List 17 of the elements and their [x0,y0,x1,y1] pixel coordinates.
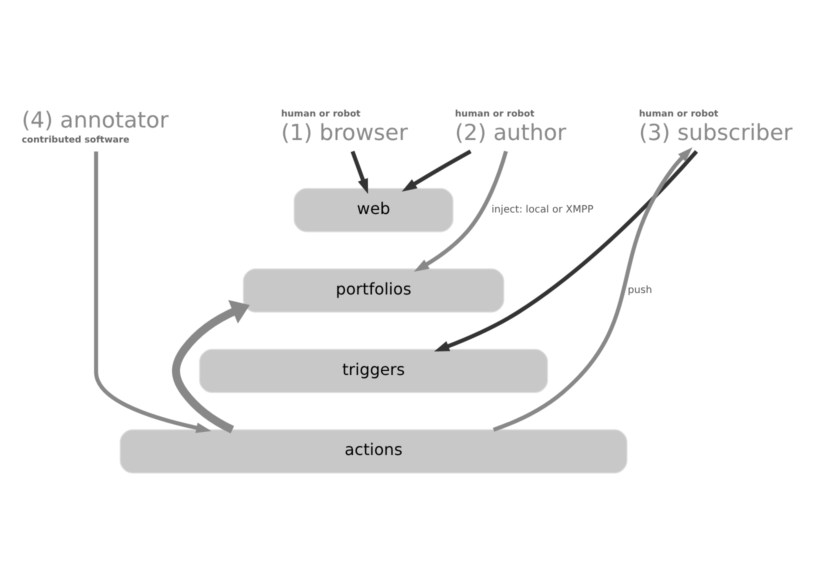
node-box: portfolios [242,268,504,312]
arrow [94,151,212,433]
node-text: human or robot (2) author [455,108,566,146]
node-text: human or robot (3) subscriber [638,108,793,146]
arrow [414,150,508,272]
node-text: human or robot (1) browser [281,108,408,146]
node-box: web [294,187,454,232]
edge-label: inject: local or XMPP [492,204,594,216]
node-box: actions [120,428,628,473]
arrow [350,150,368,194]
arrow [492,146,693,432]
node-box: triggers [199,348,548,393]
arrow [434,150,698,351]
arrow [402,149,472,192]
edge-label: push [628,284,652,296]
node-text: (4) annotator contributed software [22,107,169,145]
arrow [172,300,250,433]
